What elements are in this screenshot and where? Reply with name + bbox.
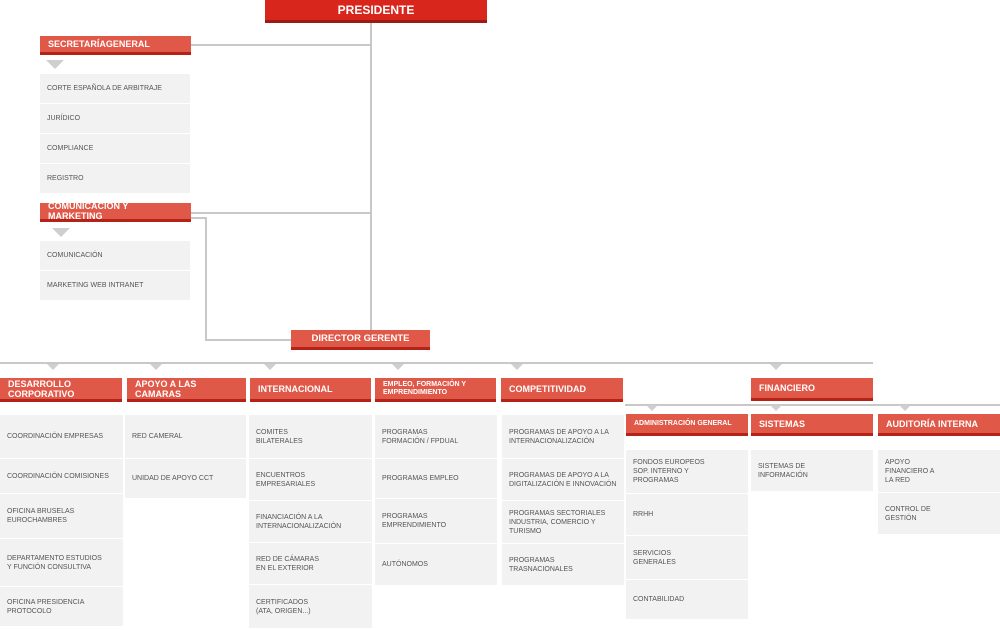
connector-line bbox=[625, 404, 1000, 406]
auditoria-header: AUDITORÍA INTERNA bbox=[878, 414, 1000, 436]
empleo-item: PROGRAMAS FORMACIÓN / FPDUAL bbox=[375, 415, 497, 459]
comunicacion-item: COMUNICACIÓN bbox=[40, 241, 190, 271]
competitividad-header: COMPETITIVIDAD bbox=[501, 378, 623, 402]
arrow-down-icon bbox=[264, 364, 276, 370]
apoyo-item: RED CAMERAL bbox=[125, 415, 246, 459]
secretaria-item: REGISTRO bbox=[40, 164, 190, 194]
empleo-item: AUTÓNOMOS bbox=[375, 544, 497, 586]
financiero-header: FINANCIERO bbox=[751, 378, 873, 401]
connector-line bbox=[190, 212, 371, 214]
administracion-item: SERVICIOS GENERALES bbox=[626, 536, 748, 580]
connector-line bbox=[370, 22, 372, 334]
arrow-down-icon bbox=[770, 364, 782, 370]
desarrollo-item: COORDINACIÓN COMISIONES bbox=[0, 459, 123, 494]
competitividad-item: PROGRAMAS DE APOYO A LA INTERNACIONALIZA… bbox=[502, 415, 624, 459]
administracion-item: RRHH bbox=[626, 494, 748, 536]
arrow-down-icon bbox=[646, 405, 658, 411]
auditoria-item: APOYO FINANCIERO A LA RED bbox=[878, 450, 1000, 493]
arrow-down-icon bbox=[392, 364, 404, 370]
internacional-item: RED DE CÁMARAS EN EL EXTERIOR bbox=[249, 543, 372, 585]
arrow-down-icon bbox=[150, 364, 162, 370]
internacional-item: ENCUENTROS EMPRESARIALES bbox=[249, 459, 372, 501]
desarrollo-item: DEPARTAMENTO ESTUDIOS Y FUNCIÓN CONSULTI… bbox=[0, 539, 123, 587]
sistemas-item: SISTEMAS DE INFORMACIÓN bbox=[751, 450, 873, 492]
empleo-item: PROGRAMAS EMPLEO bbox=[375, 459, 497, 499]
comunicacion-item: MARKETING WEB INTRANET bbox=[40, 271, 190, 301]
secretaria-item: CORTE ESPAÑOLA DE ARBITRAJE bbox=[40, 74, 190, 104]
arrow-down-icon bbox=[770, 405, 782, 411]
apoyo-item: UNIDAD DE APOYO CCT bbox=[125, 459, 246, 499]
empleo-header: EMPLEO, FORMACIÓN Y EMPRENDIMIENTO bbox=[375, 378, 496, 402]
arrow-down-icon bbox=[511, 364, 523, 370]
connector-line bbox=[190, 44, 371, 46]
arrow-down-icon bbox=[899, 405, 911, 411]
connector-line bbox=[190, 217, 206, 219]
administracion-item: CONTABILIDAD bbox=[626, 580, 748, 620]
director-gerente-box: DIRECTOR GERENTE bbox=[291, 330, 430, 350]
desarrollo-item: OFICINA PRESIDENCIA PROTOCOLO bbox=[0, 587, 123, 627]
comunicacion-header: COMUNICACIÓN Y MARKETING bbox=[40, 201, 191, 222]
auditoria-item: CONTROL DE GESTIÓN bbox=[878, 493, 1000, 535]
competitividad-item: PROGRAMAS TRASNACIONALES bbox=[502, 544, 624, 586]
administracion-item: FONDOS EUROPEOS SOP. INTERNO Y PROGRAMAS bbox=[626, 450, 748, 494]
administracion-header: ADMINISTRACIÓN GENERAL bbox=[626, 414, 748, 436]
internacional-header: INTERNACIONAL bbox=[250, 378, 371, 402]
secretaria-item: JURÍDICO bbox=[40, 104, 190, 134]
arrow-down-icon bbox=[46, 60, 64, 69]
arrow-down-icon bbox=[52, 228, 70, 237]
connector-line bbox=[205, 217, 207, 340]
presidente-box: PRESIDENTE bbox=[265, 0, 487, 23]
desarrollo-header: DESARROLLO CORPORATIVO bbox=[0, 378, 122, 402]
connector-line bbox=[0, 362, 873, 364]
internacional-item: CERTIFICADOS (ATA, ORIGEN...) bbox=[249, 585, 372, 629]
internacional-item: COMITES BILATERALES bbox=[249, 415, 372, 459]
internacional-item: FINANCIACIÓN A LA INTERNACIONALIZACIÓN bbox=[249, 501, 372, 543]
competitividad-item: PROGRAMAS DE APOYO A LA DIGITALIZACIÓN E… bbox=[502, 459, 624, 501]
sistemas-header: SISTEMAS bbox=[751, 414, 873, 436]
empleo-item: PROGRAMAS EMPRENDIMIENTO bbox=[375, 499, 497, 544]
apoyo-header: APOYO A LAS CAMARAS bbox=[127, 378, 246, 402]
arrow-down-icon bbox=[47, 364, 59, 370]
secretaria-item: COMPLIANCE bbox=[40, 134, 190, 164]
desarrollo-item: OFICINA BRUSELAS EUROCHAMBRES bbox=[0, 494, 123, 539]
competitividad-item: PROGRAMAS SECTORIALES INDUSTRIA, COMERCI… bbox=[502, 501, 624, 544]
secretaria-header: SECRETARÍAGENERAL bbox=[40, 36, 191, 55]
connector-line bbox=[205, 339, 292, 341]
desarrollo-item: COORDINACIÓN EMPRESAS bbox=[0, 415, 123, 459]
